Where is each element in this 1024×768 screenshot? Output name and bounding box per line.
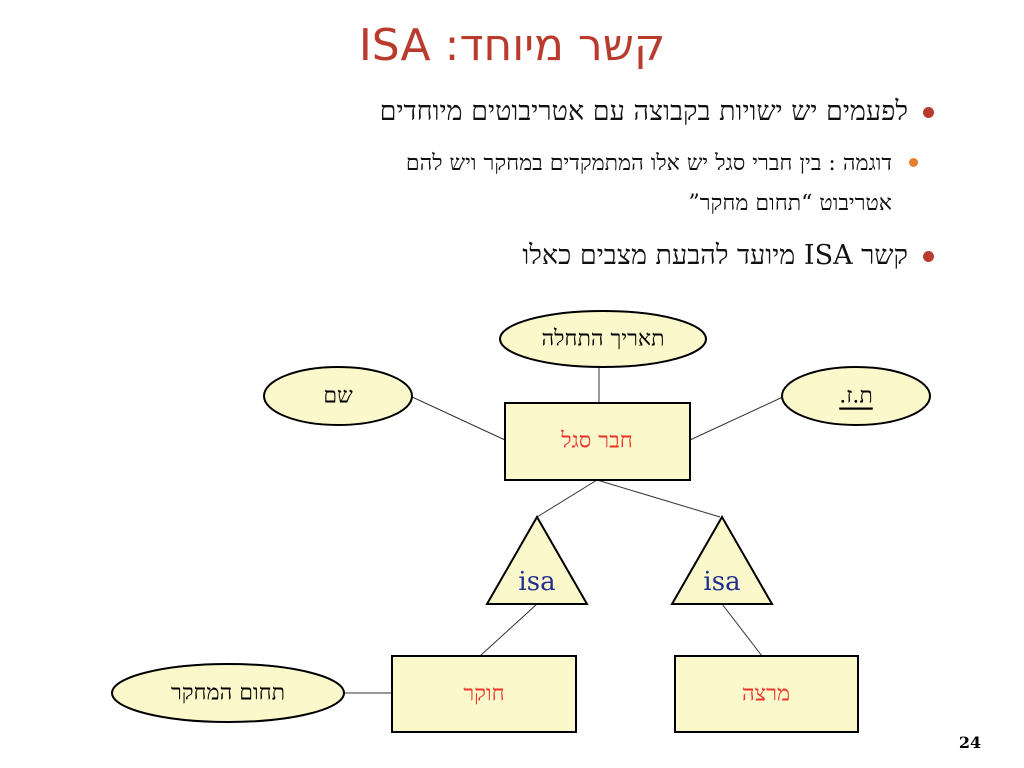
entity-faculty-member [504, 402, 691, 481]
attribute-start-date [499, 310, 707, 368]
bullet-dot-icon [923, 107, 934, 118]
isa-triangle-right [670, 514, 774, 605]
connector-isa-right [596, 479, 721, 518]
bullet-list: לפעמים יש ישויות בקבוצה עם אטריבוטים מיו… [74, 90, 934, 288]
entity-researcher-label: חוקר [463, 682, 504, 707]
page-number: 24 [958, 733, 982, 752]
attribute-name-label: שם [323, 384, 353, 409]
entity-researcher [391, 655, 577, 733]
attribute-research-field-label: תחום המחקר [171, 681, 285, 706]
connector-researcher [479, 603, 538, 657]
sub-bullet-text-line2: אטריבוט “תחום מחקר” [688, 191, 893, 216]
attribute-research-field [111, 663, 345, 723]
sub-bullet-text-line1: דוגמה : בין חברי סגל יש אלו המתמקדים במח… [405, 151, 892, 176]
sub-bullet-item: דוגמה : בין חברי סגל יש אלו המתמקדים במח… [74, 144, 918, 224]
bullet-text: לפעמים יש ישויות בקבוצה עם אטריבוטים מיו… [379, 96, 908, 127]
connector-isa-left [536, 479, 598, 518]
page-title: קשר מיוחד: ISA [358, 20, 666, 71]
entity-lecturer-label: מרצה [742, 682, 790, 707]
isa-triangle-left [485, 514, 589, 605]
bullet-item: קשר ISA מיועד להבעת מצבים כאלו [74, 234, 934, 278]
connector-name [409, 395, 506, 441]
sub-bullet-dot-icon [909, 158, 918, 167]
attribute-name [263, 366, 413, 426]
entity-faculty-member-label: חבר סגל [560, 429, 633, 454]
attribute-id [781, 366, 931, 426]
entity-lecturer [674, 655, 859, 733]
connector-id [689, 395, 786, 441]
isa-label-right: isa [703, 567, 740, 597]
attribute-id-label: ת.ז. [839, 384, 873, 409]
bullet-text: קשר ISA מיועד להבעת מצבים כאלו [522, 240, 908, 271]
attribute-start-date-label: תאריך התחלה [541, 327, 664, 352]
bullet-item: לפעמים יש ישויות בקבוצה עם אטריבוטים מיו… [74, 90, 934, 134]
isa-label-left: isa [518, 567, 555, 597]
bullet-dot-icon [923, 251, 934, 262]
connector-lecturer [721, 603, 763, 657]
